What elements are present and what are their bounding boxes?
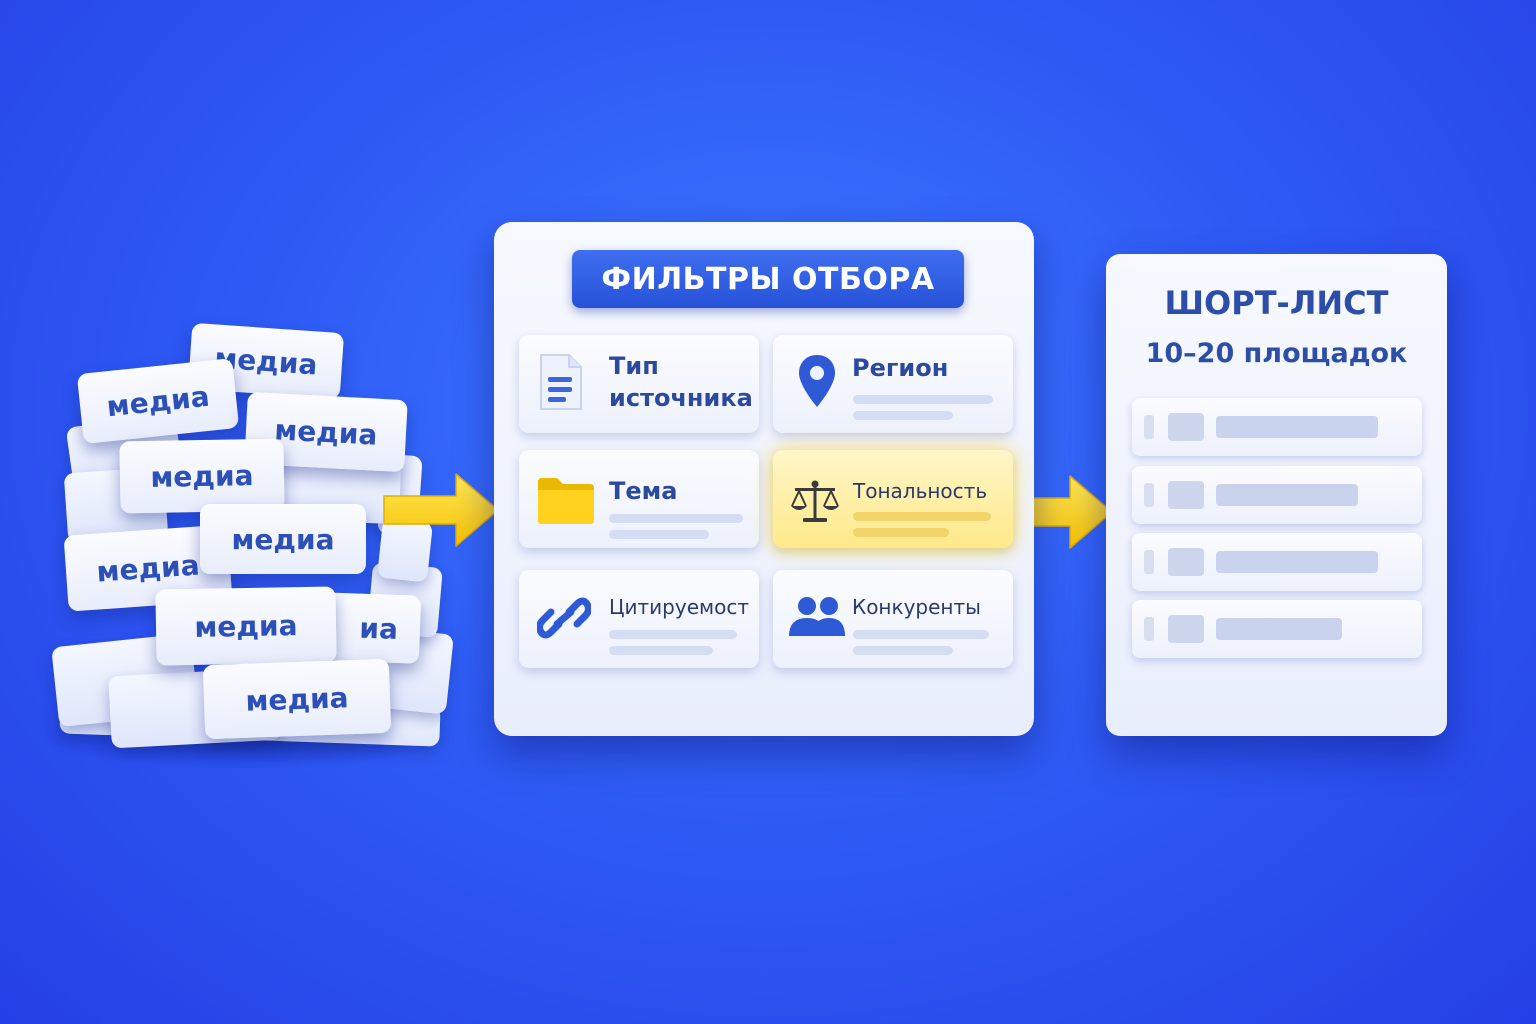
filter-source-type[interactable]: Тип источника (519, 335, 759, 433)
media-card: медиа (200, 504, 366, 574)
row-thumbnail (1168, 548, 1204, 576)
shortlist-panel: ШОРТ-ЛИСТ 10–20 площадок (1106, 254, 1447, 736)
filter-tonality[interactable]: Тональность (773, 450, 1013, 548)
filter-label: Тип (609, 352, 659, 380)
placeholder-line (609, 530, 709, 539)
media-label: медиа (231, 522, 335, 556)
filter-label: Конкуренты (852, 595, 981, 619)
row-marker (1144, 550, 1154, 574)
filter-topic[interactable]: Тема (519, 450, 759, 548)
placeholder-line (853, 395, 993, 404)
media-pile: медиа медиа медиа медиа медиа медиа иа м… (0, 0, 470, 780)
media-label: медиа (95, 547, 201, 589)
scales-icon (791, 480, 839, 522)
filter-label-line2: источника (609, 384, 753, 412)
link-icon (537, 597, 591, 639)
placeholder-line (853, 512, 991, 521)
filter-label: Цитируемост (609, 595, 749, 619)
filter-region[interactable]: Регион (773, 335, 1013, 433)
document-icon (540, 354, 582, 410)
placeholder-line (609, 646, 713, 655)
media-label: медиа (273, 412, 379, 452)
media-label: медиа (244, 680, 350, 718)
row-placeholder-text (1216, 618, 1342, 640)
arrow-right-icon (383, 473, 499, 547)
row-thumbnail (1168, 481, 1204, 509)
users-icon (789, 597, 845, 636)
media-label-partial: иа (358, 611, 399, 646)
media-label: медиа (150, 458, 254, 494)
row-placeholder-text (1216, 551, 1378, 573)
row-thumbnail (1168, 615, 1204, 643)
filter-citation[interactable]: Цитируемост (519, 570, 759, 668)
row-placeholder-text (1216, 416, 1378, 438)
shortlist-row[interactable] (1132, 466, 1422, 524)
filter-label: Регион (852, 354, 949, 382)
map-pin-icon (799, 355, 835, 407)
row-marker (1144, 617, 1154, 641)
media-label: медиа (194, 608, 298, 644)
media-card: медиа (202, 658, 392, 740)
placeholder-line (609, 630, 737, 639)
row-marker (1144, 415, 1154, 439)
filters-panel: ФИЛЬТРЫ ОТБОРА Тип источника Регион Тема (494, 222, 1034, 736)
shortlist-row[interactable] (1132, 600, 1422, 658)
filters-title: ФИЛЬТРЫ ОТБОРА (572, 250, 964, 308)
shortlist-subtitle: 10–20 площадок (1145, 338, 1408, 369)
media-card: медиа (76, 358, 240, 444)
row-thumbnail (1168, 413, 1204, 441)
shortlist-title: ШОРТ-ЛИСТ (1164, 284, 1389, 322)
placeholder-line (853, 411, 953, 420)
filter-label: Тональность (853, 479, 988, 503)
shortlist-row[interactable] (1132, 533, 1422, 591)
media-label: медиа (105, 379, 211, 423)
filter-label: Тема (609, 477, 678, 505)
shortlist-row[interactable] (1132, 398, 1422, 456)
media-card: медиа (155, 586, 337, 666)
row-placeholder-text (1216, 484, 1358, 506)
folder-icon (538, 478, 594, 524)
filter-competitors[interactable]: Конкуренты (773, 570, 1013, 668)
placeholder-line (609, 514, 743, 523)
placeholder-line (853, 630, 989, 639)
media-card: медиа (119, 438, 285, 514)
row-marker (1144, 483, 1154, 507)
placeholder-line (853, 646, 953, 655)
placeholder-line (853, 528, 949, 537)
